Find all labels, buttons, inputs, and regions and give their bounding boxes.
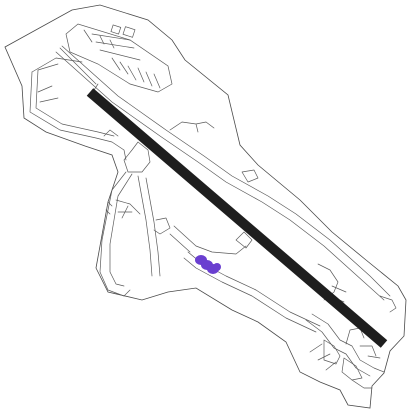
southeast-apron <box>305 313 385 389</box>
terminal-apron <box>29 57 247 297</box>
airport-boundary <box>4 4 407 409</box>
main-runway <box>86 88 388 348</box>
position-marker[interactable] <box>195 255 221 274</box>
hangar-row <box>65 23 173 93</box>
